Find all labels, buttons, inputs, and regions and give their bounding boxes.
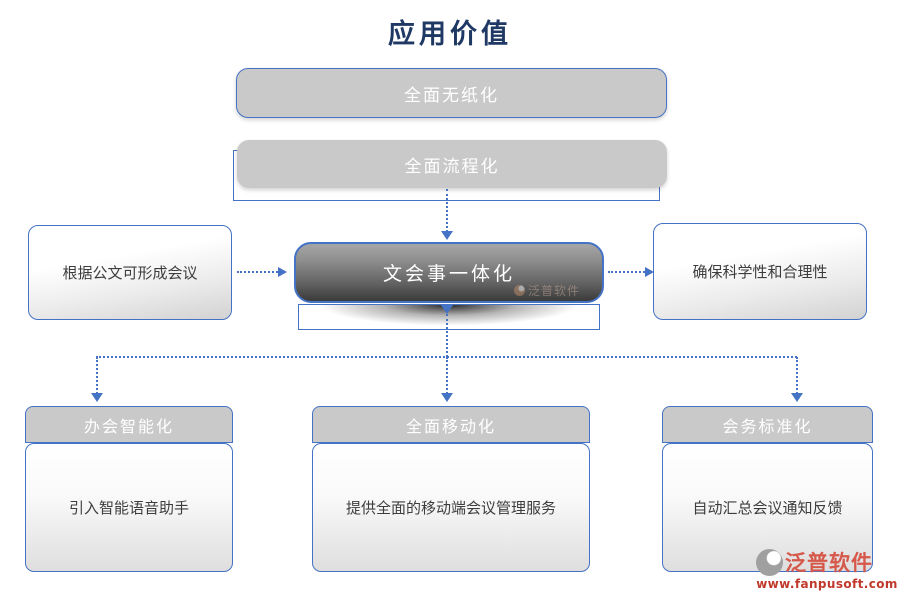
column-header-full-mobile: 全面移动化 [312,406,590,443]
brand-url: www.fanpusoft.com [756,577,898,591]
fanpu-brand-row: 泛普软件 [756,549,898,576]
connector-right-horizontal [608,271,645,273]
connector-branch-left [96,357,98,394]
box-integration-label: 文会事一体化 [382,263,515,285]
watermark: 泛普软件 [513,282,580,299]
arrow-right-icon [645,267,654,277]
column-header-intelligent-meeting: 办会智能化 [25,406,233,443]
box-paperless-label: 全面无纸化 [404,85,499,106]
fanpu-watermark-icon [513,285,525,296]
connector-center-vertical [446,314,448,357]
column-body-text: 引入智能语音助手 [68,499,189,517]
column-body-full-mobile: 提供全面的移动端会议管理服务 [312,443,590,572]
column-body-intelligent-meeting: 引入智能语音助手 [25,443,233,572]
fanpu-brand: 泛普软件 www.fanpusoft.com [756,549,898,591]
brand-name: 泛普软件 [785,550,873,575]
column-header-label: 全面移动化 [405,416,496,436]
connector-branch-center [446,357,448,394]
column-header-label: 会务标准化 [722,416,813,436]
arrow-down-icon [441,393,453,402]
column-body-text: 提供全面的移动端会议管理服务 [345,499,556,517]
arrow-down-icon [791,393,803,402]
box-scientific-rational-label: 确保科学性和合理性 [692,263,828,281]
box-process: 全面流程化 [237,140,667,188]
box-integration-center: 文会事一体化 泛普软件 [294,242,604,303]
box-process-label: 全面流程化 [404,156,500,177]
arrow-right-icon [278,267,287,277]
watermark-text: 泛普软件 [527,284,580,298]
arrow-down-icon [91,393,103,402]
box-paperless: 全面无纸化 [236,68,667,118]
arrow-down-icon [441,231,453,240]
page-title: 应用价值 [388,19,512,50]
connector-left-horizontal [237,271,278,273]
connector-branch-right [796,357,798,394]
box-document-to-meeting-label: 根据公文可形成会议 [62,264,198,282]
column-header-label: 办会智能化 [83,416,174,436]
box-scientific-rational: 确保科学性和合理性 [653,223,867,320]
column-body-text: 自动汇总会议通知反馈 [692,499,843,517]
box-document-to-meeting: 根据公文可形成会议 [28,225,232,320]
arrow-down-icon [441,305,453,314]
fanpu-logo-icon [756,549,783,576]
column-header-meeting-standardization: 会务标准化 [662,406,873,443]
connector-top-vertical [446,189,448,232]
